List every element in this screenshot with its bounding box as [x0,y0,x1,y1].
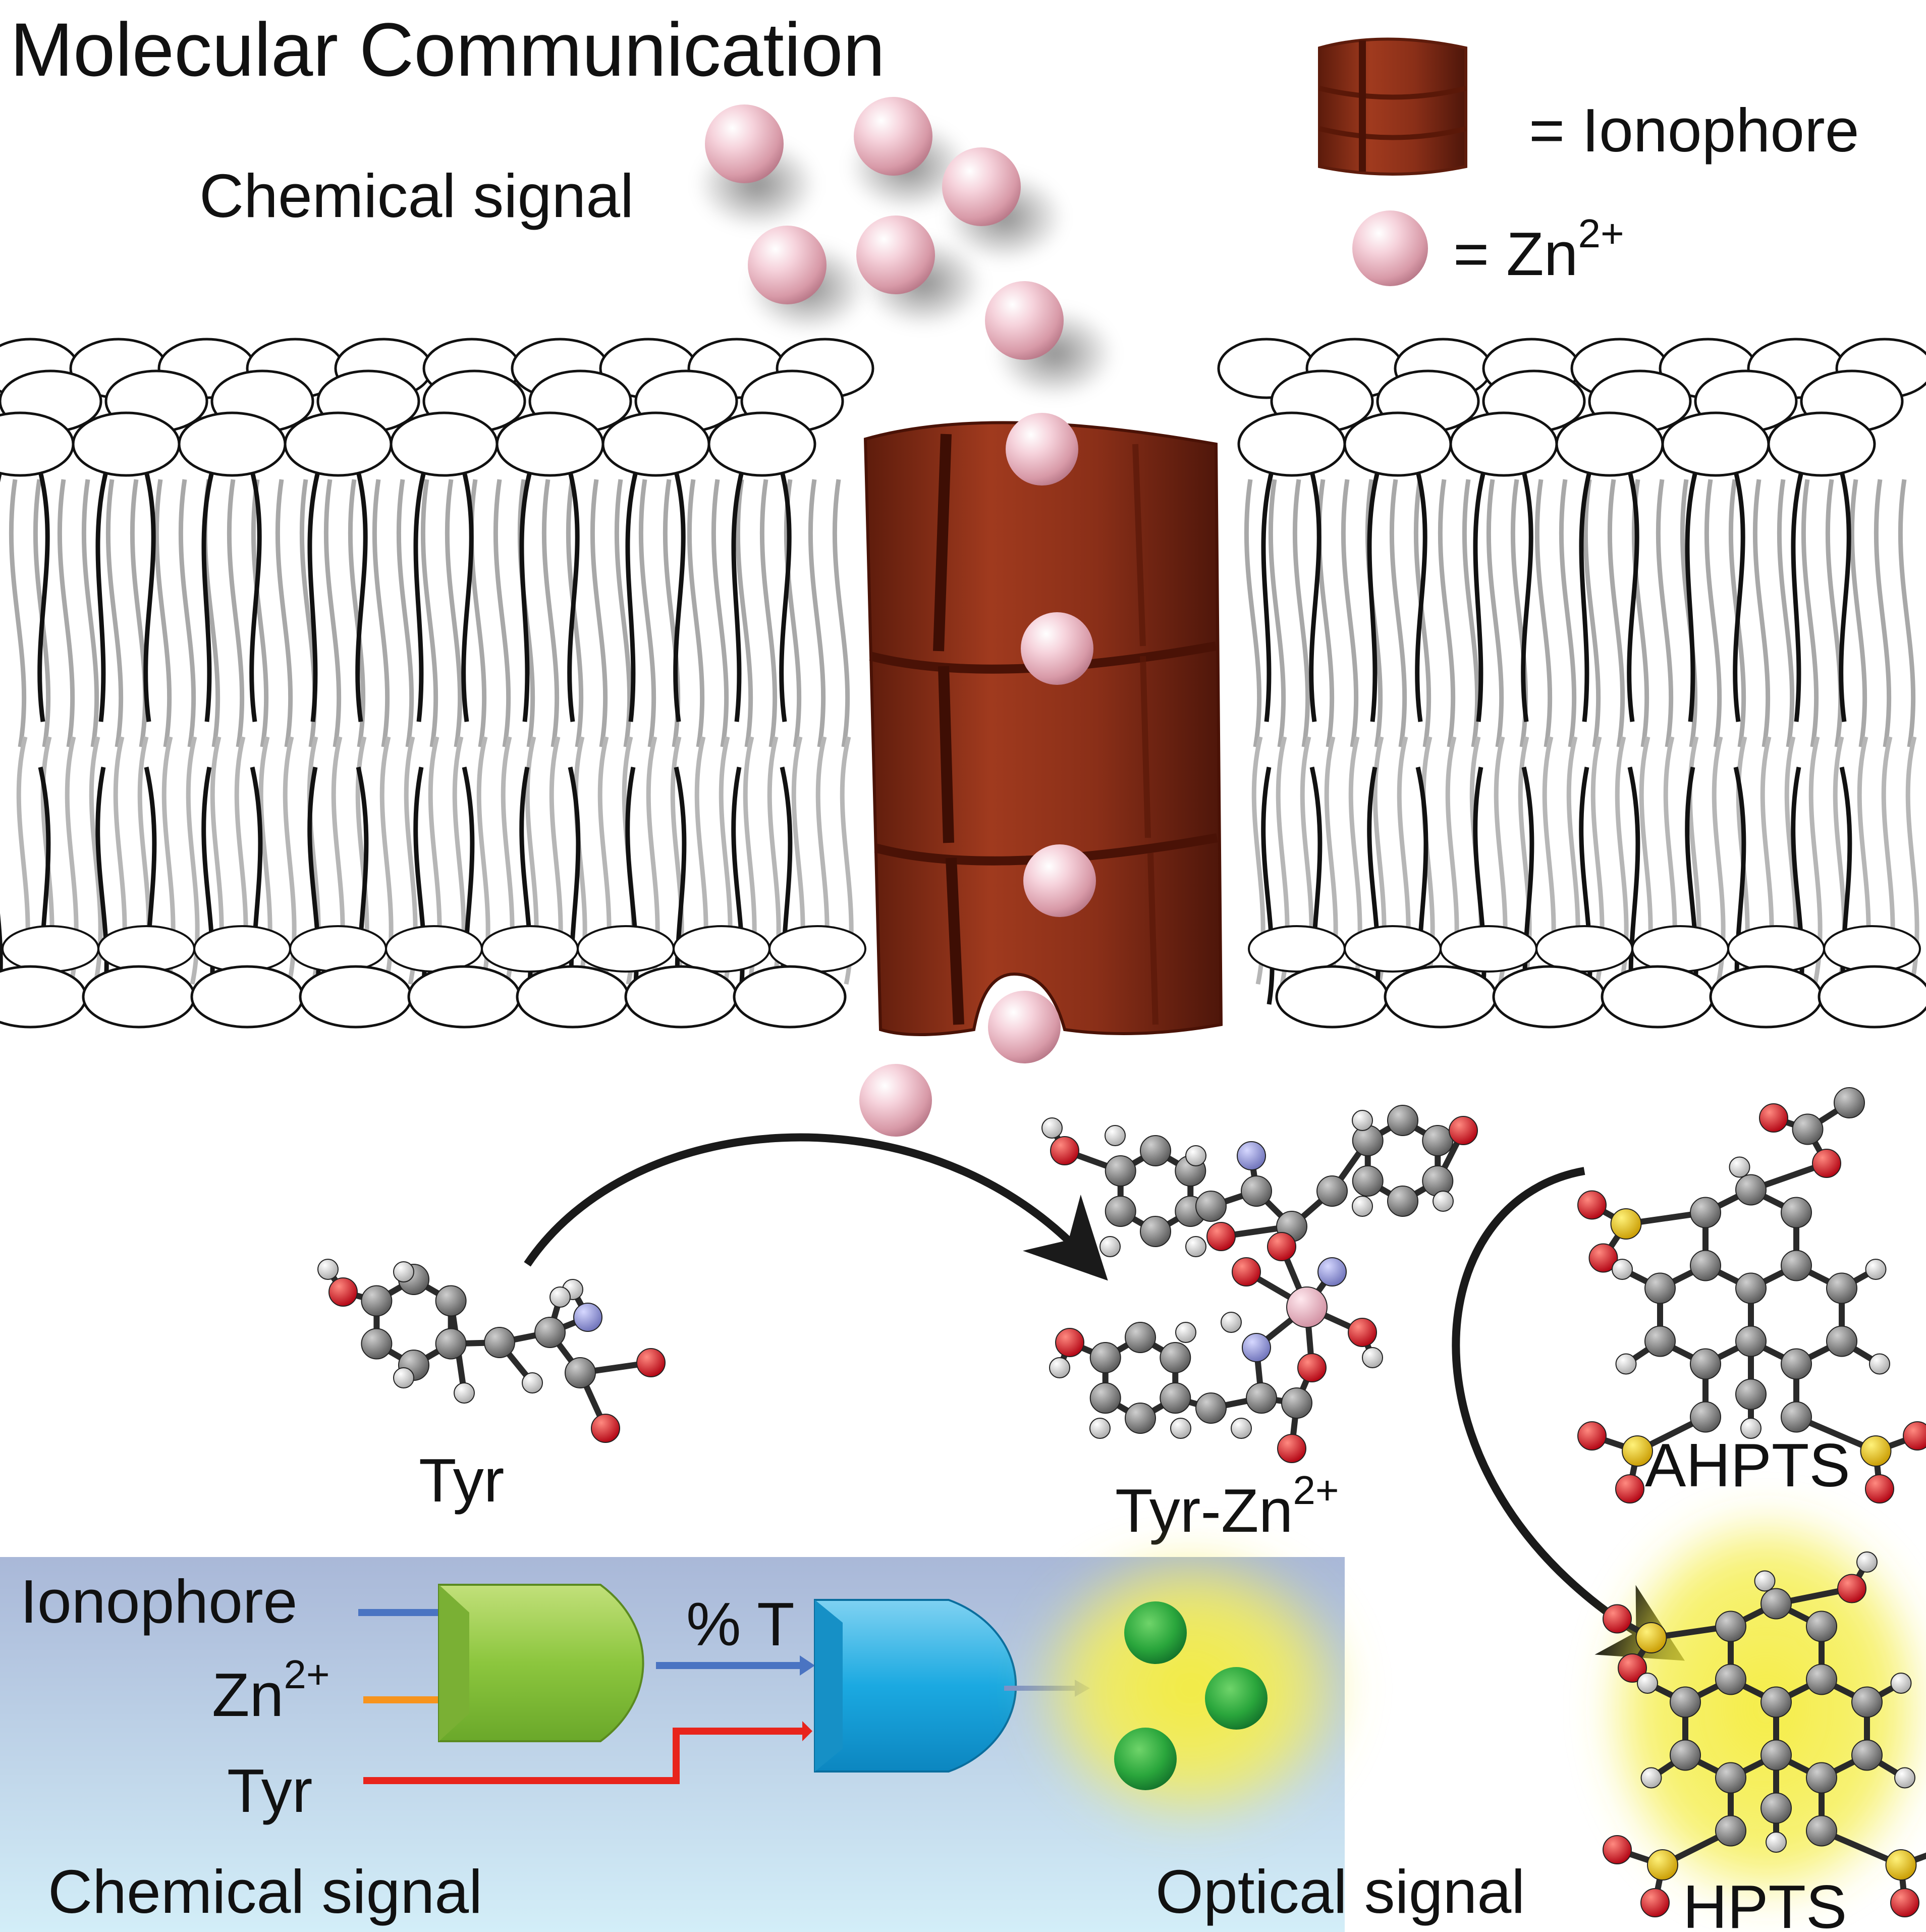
zinc-ion-in-channel [1021,612,1093,685]
ahpts-label: AHPTS [1645,1431,1850,1499]
ahpts-to-hpts-arrow [1452,1167,1685,1661]
tyr-to-complex-arrow [524,1133,1108,1281]
legend-zinc-ion-icon [1352,210,1428,286]
ionophore-channel [863,413,1223,1036]
ahpts-molecule [1577,1087,1926,1504]
zinc-ion [985,281,1064,360]
zinc-ion-intracellular [988,991,1061,1063]
wire-tyr [363,1728,802,1784]
fluorescent-particle [1114,1728,1177,1790]
logic-input-zinc: Zn2+ [212,1652,330,1729]
tyr-zn-complex-molecule [1041,1105,1478,1463]
zinc-ion-intracellular [859,1064,932,1137]
logic-gate-panel: Ionophore Zn2+ Tyr % T Chemical signal O… [0,1542,1525,1932]
hpts-label: HPTS [1683,1872,1847,1932]
zinc-ion-in-channel [1006,413,1078,486]
panel-optical-signal-caption: Optical signal [1155,1857,1525,1926]
legend-zinc-label: = Zn2+ [1453,211,1624,288]
tyr-zn-label: Tyr-Zn2+ [1115,1468,1339,1545]
gate-output-label: % T [686,1590,795,1658]
legend: = Ionophore = Zn2+ [1318,37,1859,288]
zinc-ions-extracellular [696,97,1115,399]
panel-chemical-signal-caption: Chemical signal [48,1857,482,1926]
tyrosine-molecule [317,1259,666,1443]
zinc-ion-in-channel [1023,844,1096,917]
diagram-title: Molecular Communication [10,7,885,92]
optical-output-glow [1024,1542,1357,1835]
zinc-ion [854,97,932,176]
legend-ionophore-label: = Ionophore [1529,96,1859,165]
logic-input-ionophore: Ionophore [20,1567,297,1636]
zinc-ion [942,147,1021,226]
fluorescent-particle [1205,1667,1268,1730]
lipid-bilayer [0,338,1926,1029]
top-chemical-signal-label: Chemical signal [199,162,634,230]
tyr-label: Tyr [419,1446,504,1515]
and-gate-2 [814,1599,1017,1773]
legend-ionophore-icon [1318,37,1467,176]
and-gate-1 [438,1584,644,1742]
logic-input-tyr: Tyr [227,1756,312,1825]
hpts-molecule [1603,1551,1926,1917]
fluorescent-particle [1124,1601,1187,1664]
zinc-ion [856,216,935,294]
zinc-ion [748,226,827,304]
zinc-ion [705,104,784,183]
